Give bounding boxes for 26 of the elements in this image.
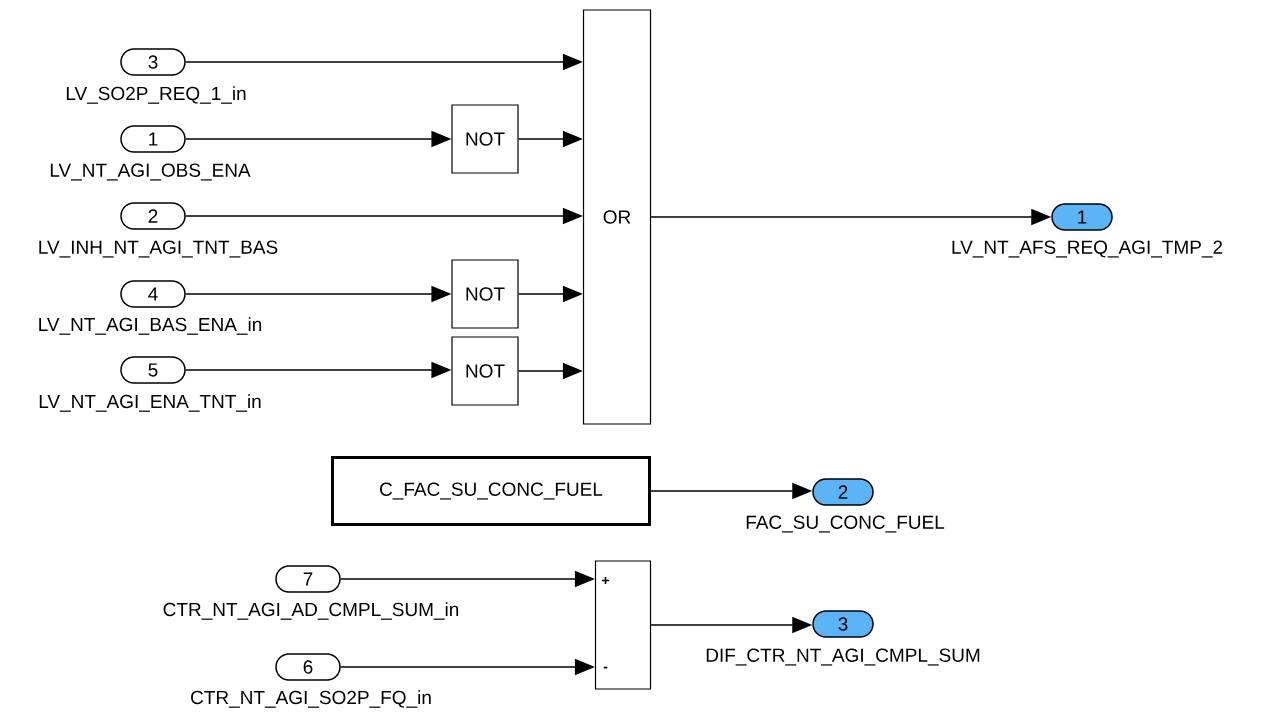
port-label: LV_NT_AFS_REQ_AGI_TMP_2 xyxy=(952,240,1223,258)
port-label: LV_SO2P_REQ_1_in xyxy=(66,86,246,104)
output-port: 1 xyxy=(1051,203,1113,231)
port-label: LV_NT_AGI_BAS_ENA_in xyxy=(39,317,262,335)
port-label: LV_NT_AGI_ENA_TNT_in xyxy=(39,394,261,412)
input-port: 4 xyxy=(120,280,186,308)
input-port: 2 xyxy=(120,202,186,230)
port-label: FAC_SU_CONC_FUEL xyxy=(746,515,945,533)
logic-block: NOT xyxy=(451,336,519,406)
output-port: 3 xyxy=(812,610,874,638)
logic-block: NOT xyxy=(451,104,519,174)
input-port: 5 xyxy=(120,356,186,384)
output-port: 2 xyxy=(812,478,874,506)
input-port: 1 xyxy=(120,125,186,153)
constant-block: C_FAC_SU_CONC_FUEL xyxy=(331,456,651,526)
port-label: LV_NT_AGI_OBS_ENA xyxy=(50,163,251,181)
logic-block: NOT xyxy=(451,259,519,329)
input-port: 6 xyxy=(275,653,341,681)
input-port: 3 xyxy=(120,48,186,76)
logic-block: OR xyxy=(582,9,652,425)
input-port: 7 xyxy=(275,565,341,593)
port-label: DIF_CTR_NT_AGI_CMPL_SUM xyxy=(706,648,980,666)
port-label: LV_INH_NT_AGI_TNT_BAS xyxy=(39,240,278,258)
port-label: CTR_NT_AGI_AD_CMPL_SUM_in xyxy=(163,602,459,620)
port-label: CTR_NT_AGI_SO2P_FQ_in xyxy=(191,690,431,708)
sum-block: + - xyxy=(594,560,652,690)
